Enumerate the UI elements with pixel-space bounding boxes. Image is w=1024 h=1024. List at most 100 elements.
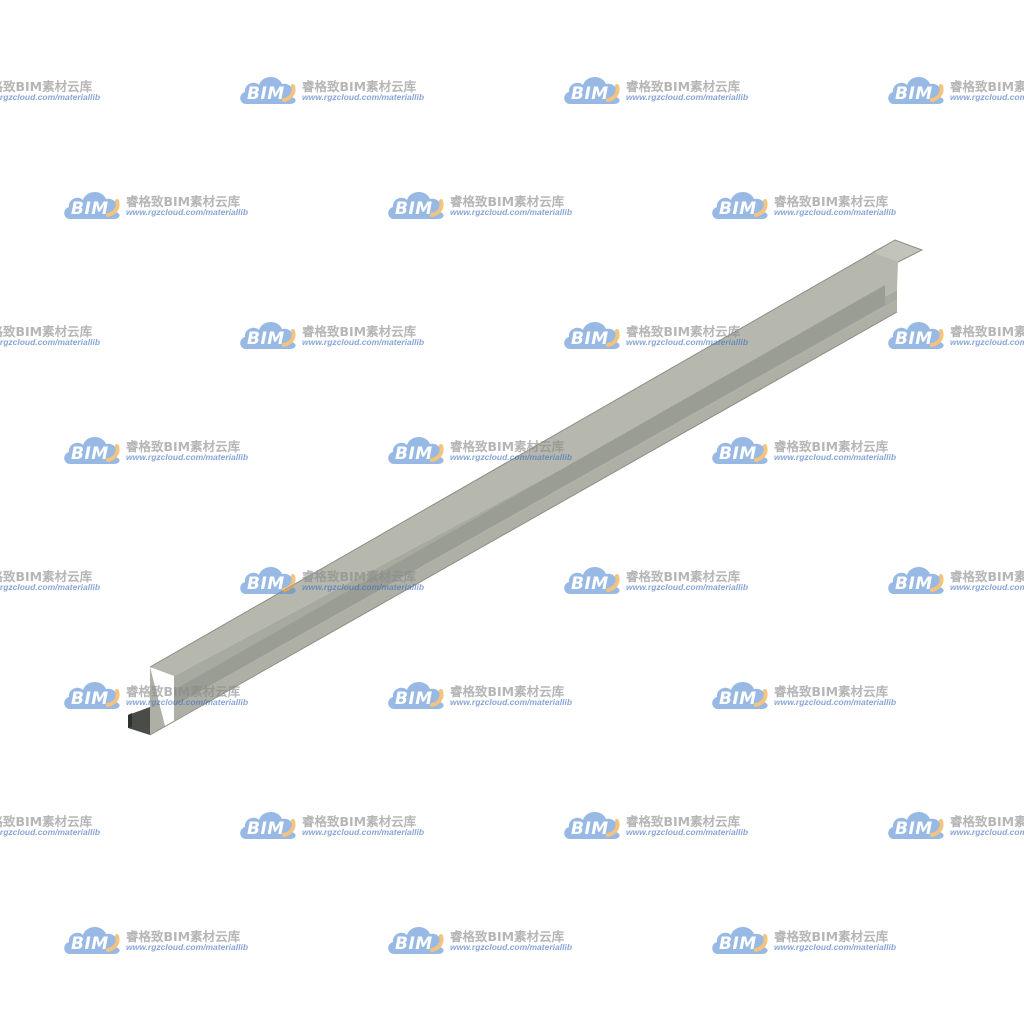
watermark-url: www.rgzcloud.com/materiallib [626, 92, 749, 102]
watermark-bim-text: BIM [719, 444, 757, 464]
beam-end-flange [128, 713, 132, 728]
watermark-url: www.rgzcloud.com/materiallib [450, 942, 573, 952]
cloud-icon [388, 926, 444, 954]
watermark-logo: BIM睿格致BIM素材云库www.rgzcloud.com/materialli… [0, 70, 104, 110]
watermark-name: 睿格致BIM素材云库 [126, 439, 241, 454]
watermark-name: 睿格致BIM素材云库 [774, 194, 889, 209]
watermark-url: www.rgzcloud.com/materiallib [302, 337, 425, 347]
watermark-logo: BIM睿格致BIM素材云库www.rgzcloud.com/materialli… [886, 805, 1024, 845]
cloud-icon [564, 811, 620, 839]
watermark-name: 睿格致BIM素材云库 [302, 569, 417, 584]
watermark-bim-text: BIM [571, 84, 609, 104]
watermark-bim-text: BIM [395, 444, 433, 464]
watermark-bim-text: BIM [719, 934, 757, 954]
watermark-name: 睿格致BIM素材云库 [626, 814, 741, 829]
watermark-bim-text: BIM [895, 84, 933, 104]
watermark-name: 睿格致BIM素材云库 [126, 684, 241, 699]
watermark-url: www.rgzcloud.com/materiallib [450, 452, 573, 462]
watermark-logo: BIM睿格致BIM素材云库www.rgzcloud.com/materialli… [886, 315, 1024, 355]
watermark-url: www.rgzcloud.com/materiallib [950, 337, 1024, 347]
watermark-bim-text: BIM [395, 934, 433, 954]
watermark-bim-text: BIM [247, 84, 285, 104]
beam-top-face [150, 240, 922, 676]
watermark-name: 睿格致BIM素材云库 [0, 569, 93, 584]
watermark-url: www.rgzcloud.com/materiallib [302, 827, 425, 837]
watermark-bim-text: BIM [71, 934, 109, 954]
watermark-url: www.rgzcloud.com/materiallib [774, 697, 897, 707]
cloud-icon [64, 681, 120, 709]
watermark-bim-text: BIM [571, 819, 609, 839]
watermark-name: 睿格致BIM素材云库 [774, 929, 889, 944]
cloud-icon [564, 321, 620, 349]
watermark-name: 睿格致BIM素材云库 [950, 324, 1024, 339]
cloud-icon [888, 76, 944, 104]
watermark-logo: BIM睿格致BIM素材云库www.rgzcloud.com/materialli… [0, 805, 104, 845]
watermark-url: www.rgzcloud.com/materiallib [126, 452, 249, 462]
watermark-bim-text: BIM [247, 574, 285, 594]
watermark-url: www.rgzcloud.com/materiallib [0, 337, 101, 347]
watermark-url: www.rgzcloud.com/materiallib [774, 207, 897, 217]
watermark-bim-text: BIM [895, 574, 933, 594]
cloud-icon [240, 321, 296, 349]
cloud-icon [712, 191, 768, 219]
watermark-url: www.rgzcloud.com/materiallib [626, 337, 749, 347]
watermark-bim-text: BIM [71, 444, 109, 464]
cloud-icon [240, 811, 296, 839]
watermark-name: 睿格致BIM素材云库 [774, 684, 889, 699]
cloud-icon [64, 191, 120, 219]
watermark-name: 睿格致BIM素材云库 [302, 79, 417, 94]
beam-end-face [128, 707, 150, 735]
cloud-icon [240, 566, 296, 594]
watermark-url: www.rgzcloud.com/materiallib [950, 827, 1024, 837]
cloud-icon [888, 811, 944, 839]
watermark-bim-text: BIM [395, 689, 433, 709]
watermark-url: www.rgzcloud.com/materiallib [0, 582, 101, 592]
watermark-url: www.rgzcloud.com/materiallib [950, 582, 1024, 592]
watermark-url: www.rgzcloud.com/materiallib [302, 582, 425, 592]
beam-lower-face [150, 300, 897, 735]
watermark-bim-text: BIM [247, 819, 285, 839]
watermark-url: www.rgzcloud.com/materiallib [126, 207, 249, 217]
watermark-url: www.rgzcloud.com/materiallib [626, 582, 749, 592]
watermark-url: www.rgzcloud.com/materiallib [0, 827, 101, 837]
watermark-name: 睿格致BIM素材云库 [950, 814, 1024, 829]
cloud-icon [712, 681, 768, 709]
cloud-icon [888, 321, 944, 349]
cloud-icon [64, 926, 120, 954]
watermark-name: 睿格致BIM素材云库 [950, 569, 1024, 584]
cloud-icon [712, 926, 768, 954]
watermark-bim-text: BIM [571, 329, 609, 349]
watermark-name: 睿格致BIM素材云库 [0, 324, 93, 339]
cloud-icon [388, 191, 444, 219]
watermark-bim-text: BIM [571, 574, 609, 594]
watermark-name: 睿格致BIM素材云库 [774, 439, 889, 454]
watermark-name: 睿格致BIM素材云库 [626, 324, 741, 339]
watermark-bim-text: BIM [719, 689, 757, 709]
watermark-url: www.rgzcloud.com/materiallib [126, 697, 249, 707]
cloud-icon [712, 436, 768, 464]
watermark-url: www.rgzcloud.com/materiallib [950, 92, 1024, 102]
watermark-name: 睿格致BIM素材云库 [302, 814, 417, 829]
cloud-icon [564, 566, 620, 594]
watermark-name: 睿格致BIM素材云库 [0, 814, 93, 829]
